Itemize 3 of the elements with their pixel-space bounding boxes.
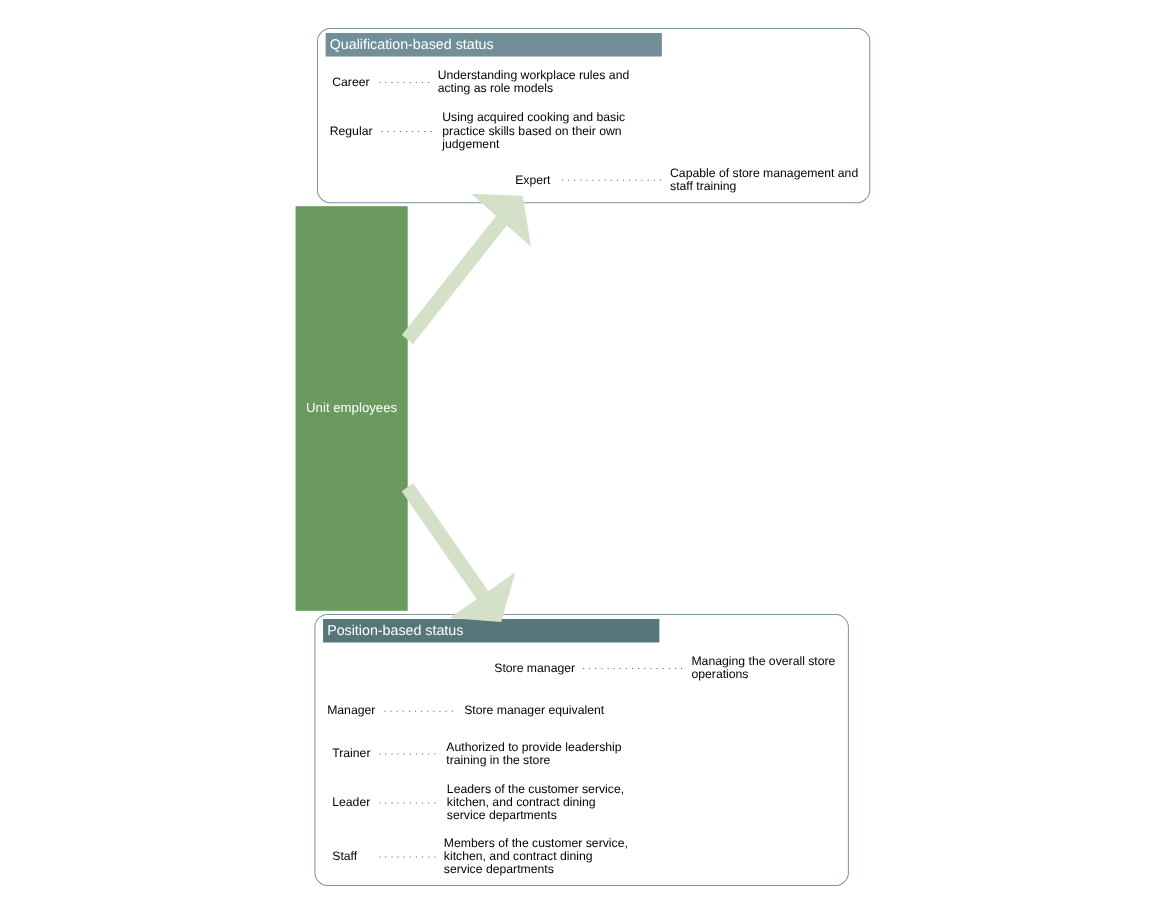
arrow	[401, 483, 516, 622]
arrow	[401, 193, 532, 344]
connector	[378, 82, 430, 84]
